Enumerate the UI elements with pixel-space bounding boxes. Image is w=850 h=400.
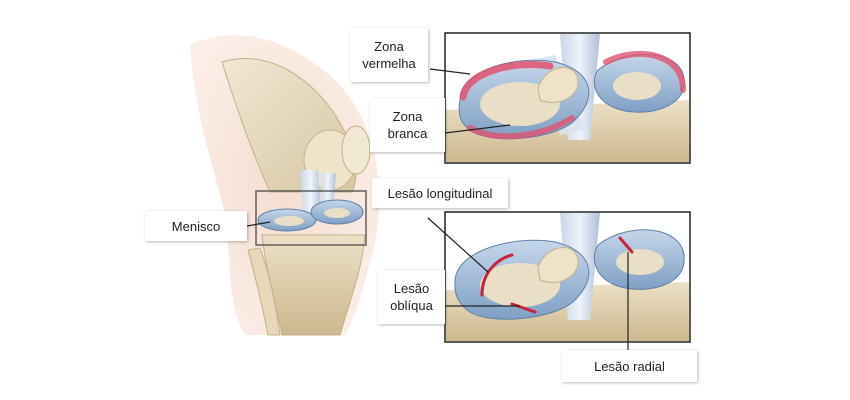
medial-meniscus	[458, 59, 590, 140]
leader-line-zona-vermelha	[429, 68, 471, 75]
leader-lines	[246, 68, 629, 352]
fibula	[247, 247, 281, 336]
longitudinal-tear	[480, 253, 514, 297]
radial-tear	[618, 236, 634, 254]
medial-meniscus	[454, 239, 590, 320]
lateral-meniscus	[593, 229, 685, 290]
label-menisco: Menisco	[145, 211, 247, 241]
leader-line-lesao-longitudinal	[427, 217, 489, 273]
leader-line-menisco	[246, 221, 271, 227]
tibia	[261, 234, 366, 336]
knee-meniscus	[257, 199, 364, 232]
patella	[341, 125, 371, 175]
femoral-condyle-cut	[537, 67, 579, 103]
highlight-box	[255, 190, 367, 246]
oblique-tear	[510, 302, 537, 314]
label-lesao-radial: Lesão radial	[562, 350, 697, 382]
label-lesao-longitudinal: Lesão longitudinal	[372, 178, 508, 208]
leader-line-zona-branca	[444, 124, 511, 134]
knee-illustration	[190, 35, 380, 336]
lesions-panel	[444, 211, 691, 343]
lateral-meniscus	[593, 51, 687, 113]
zones-panel	[444, 32, 691, 164]
